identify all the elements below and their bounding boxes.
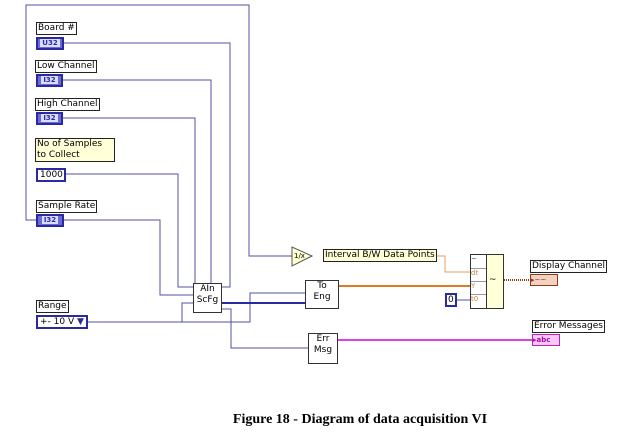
board-label: Board # — [36, 22, 77, 35]
error-messages-label: Error Messages — [532, 320, 605, 333]
sample-rate-label: Sample Rate — [36, 200, 98, 213]
low-channel-label: Low Channel — [35, 60, 97, 73]
wire-range — [84, 292, 305, 323]
range-label: Range — [36, 300, 69, 313]
high-channel-control[interactable]: I32 — [36, 112, 63, 125]
sample-rate-control[interactable]: I32 — [36, 214, 64, 227]
display-channel-indicator[interactable]: ▸~~ — [530, 274, 558, 286]
samples-label: No of Samples to Collect — [35, 138, 115, 162]
wire-samples — [63, 173, 193, 288]
wire-sample-rate-inverse — [25, 4, 292, 257]
wire-interval — [437, 255, 470, 273]
waveform-icon: ~ — [489, 275, 497, 285]
wire-sample-rate — [64, 219, 193, 296]
waveform-icon: ▸~~ — [531, 276, 547, 284]
wire-range-ain — [181, 302, 193, 322]
reciprocal-node — [291, 246, 314, 267]
wire-error — [221, 308, 308, 349]
port-y: Y — [471, 282, 486, 295]
zero-constant[interactable]: 0 — [445, 293, 457, 307]
port-waveform: ~ — [471, 255, 486, 269]
error-messages-indicator[interactable]: ▸abc — [532, 334, 560, 346]
dropdown-arrow-icon: ▼ — [77, 317, 84, 327]
range-dropdown[interactable]: +- 10 V ▼ — [36, 315, 88, 329]
wire-low-channel — [63, 79, 212, 287]
samples-constant[interactable]: 1000 — [36, 168, 66, 182]
display-channel-label: Display Channel — [530, 260, 607, 273]
high-channel-label: High Channel — [35, 98, 100, 111]
low-channel-control[interactable]: I32 — [36, 74, 63, 87]
wire-high-channel — [63, 117, 196, 287]
board-control[interactable]: U32 — [36, 37, 64, 50]
range-value: +- 10 V — [40, 317, 75, 327]
build-waveform-node[interactable]: ~ dt Y t0 ~ — [470, 254, 504, 309]
svg-text:1/x: 1/x — [294, 252, 305, 260]
figure-caption: Figure 18 - Diagram of data acquisition … — [232, 412, 488, 427]
port-dt: dt — [471, 269, 486, 282]
wire-board — [64, 42, 231, 288]
port-t0: t0 — [471, 295, 479, 303]
interval-label: Interval B/W Data Points — [323, 249, 437, 262]
